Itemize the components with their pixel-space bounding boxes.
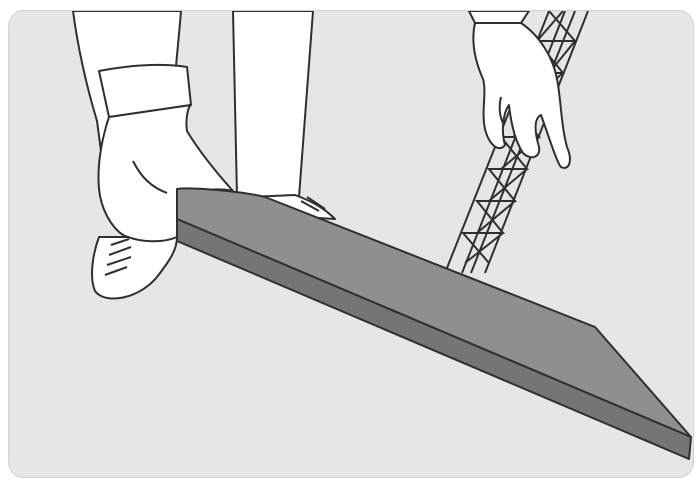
panel-top-surface xyxy=(177,188,691,437)
panel xyxy=(177,188,691,459)
illustration-frame xyxy=(8,10,694,478)
panel-front-edge xyxy=(177,219,691,459)
illustration xyxy=(9,11,693,477)
